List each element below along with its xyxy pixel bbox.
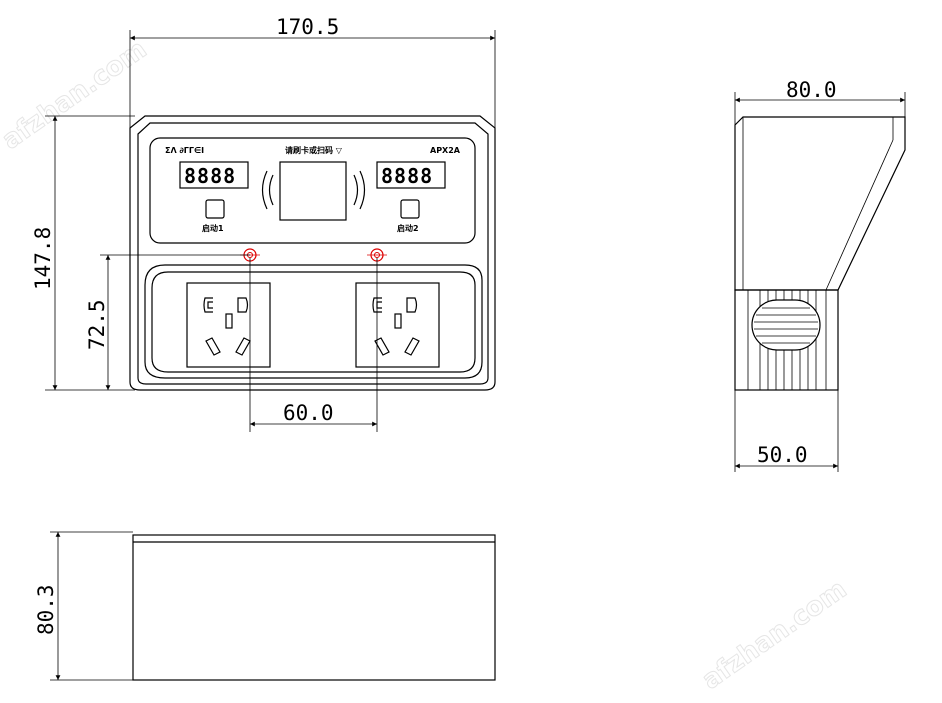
- instruction-text: 请刷卡或扫码 ▽: [285, 145, 343, 155]
- front-view: ΣΛ ∂ΓΓ∈Ι 请刷卡或扫码 ▽ APX2A 8888 8888 启动1 启动…: [31, 15, 496, 432]
- outlet-1: [186, 282, 271, 368]
- dim-side-top-width: 80.0: [786, 78, 837, 102]
- dim-front-height: 147.8: [31, 227, 55, 290]
- dim-front-width: 170.5: [276, 15, 339, 39]
- dim-outlet-height: 72.5: [85, 299, 109, 350]
- outlet-2: [355, 282, 440, 368]
- brand-logo: ΣΛ ∂ΓΓ∈Ι: [165, 146, 204, 155]
- side-lower-body: [734, 289, 839, 391]
- side-view: 80.0 50.0: [734, 78, 906, 472]
- side-knob: [751, 299, 821, 351]
- card-wave-right-1: [353, 174, 359, 206]
- start-button-1-label: 启动1: [202, 223, 224, 233]
- model-label: APX2A: [430, 146, 461, 155]
- watermark-bottom-right: afzhan.com: [697, 574, 852, 695]
- display-left-digits: 8888: [184, 164, 236, 188]
- bottom-view: 80.3: [34, 531, 496, 681]
- display-left-frame: [179, 161, 249, 189]
- dim-side-bottom-width: 50.0: [757, 443, 808, 467]
- display-right-digits: 8888: [381, 164, 433, 188]
- dim-bottom-height: 80.3: [34, 584, 58, 635]
- dim-outlet-spacing: 60.0: [283, 401, 334, 425]
- card-wave-right-2: [359, 170, 366, 210]
- start-button-1[interactable]: [205, 199, 225, 219]
- start-button-2[interactable]: [400, 199, 420, 219]
- start-button-2-label: 启动2: [397, 223, 419, 233]
- display-panel: [149, 137, 476, 244]
- card-wave-left-1: [268, 174, 274, 206]
- display-right-frame: [376, 161, 446, 189]
- card-reader-window: [279, 161, 347, 221]
- card-wave-left-2: [261, 170, 268, 210]
- bottom-body: [132, 534, 496, 681]
